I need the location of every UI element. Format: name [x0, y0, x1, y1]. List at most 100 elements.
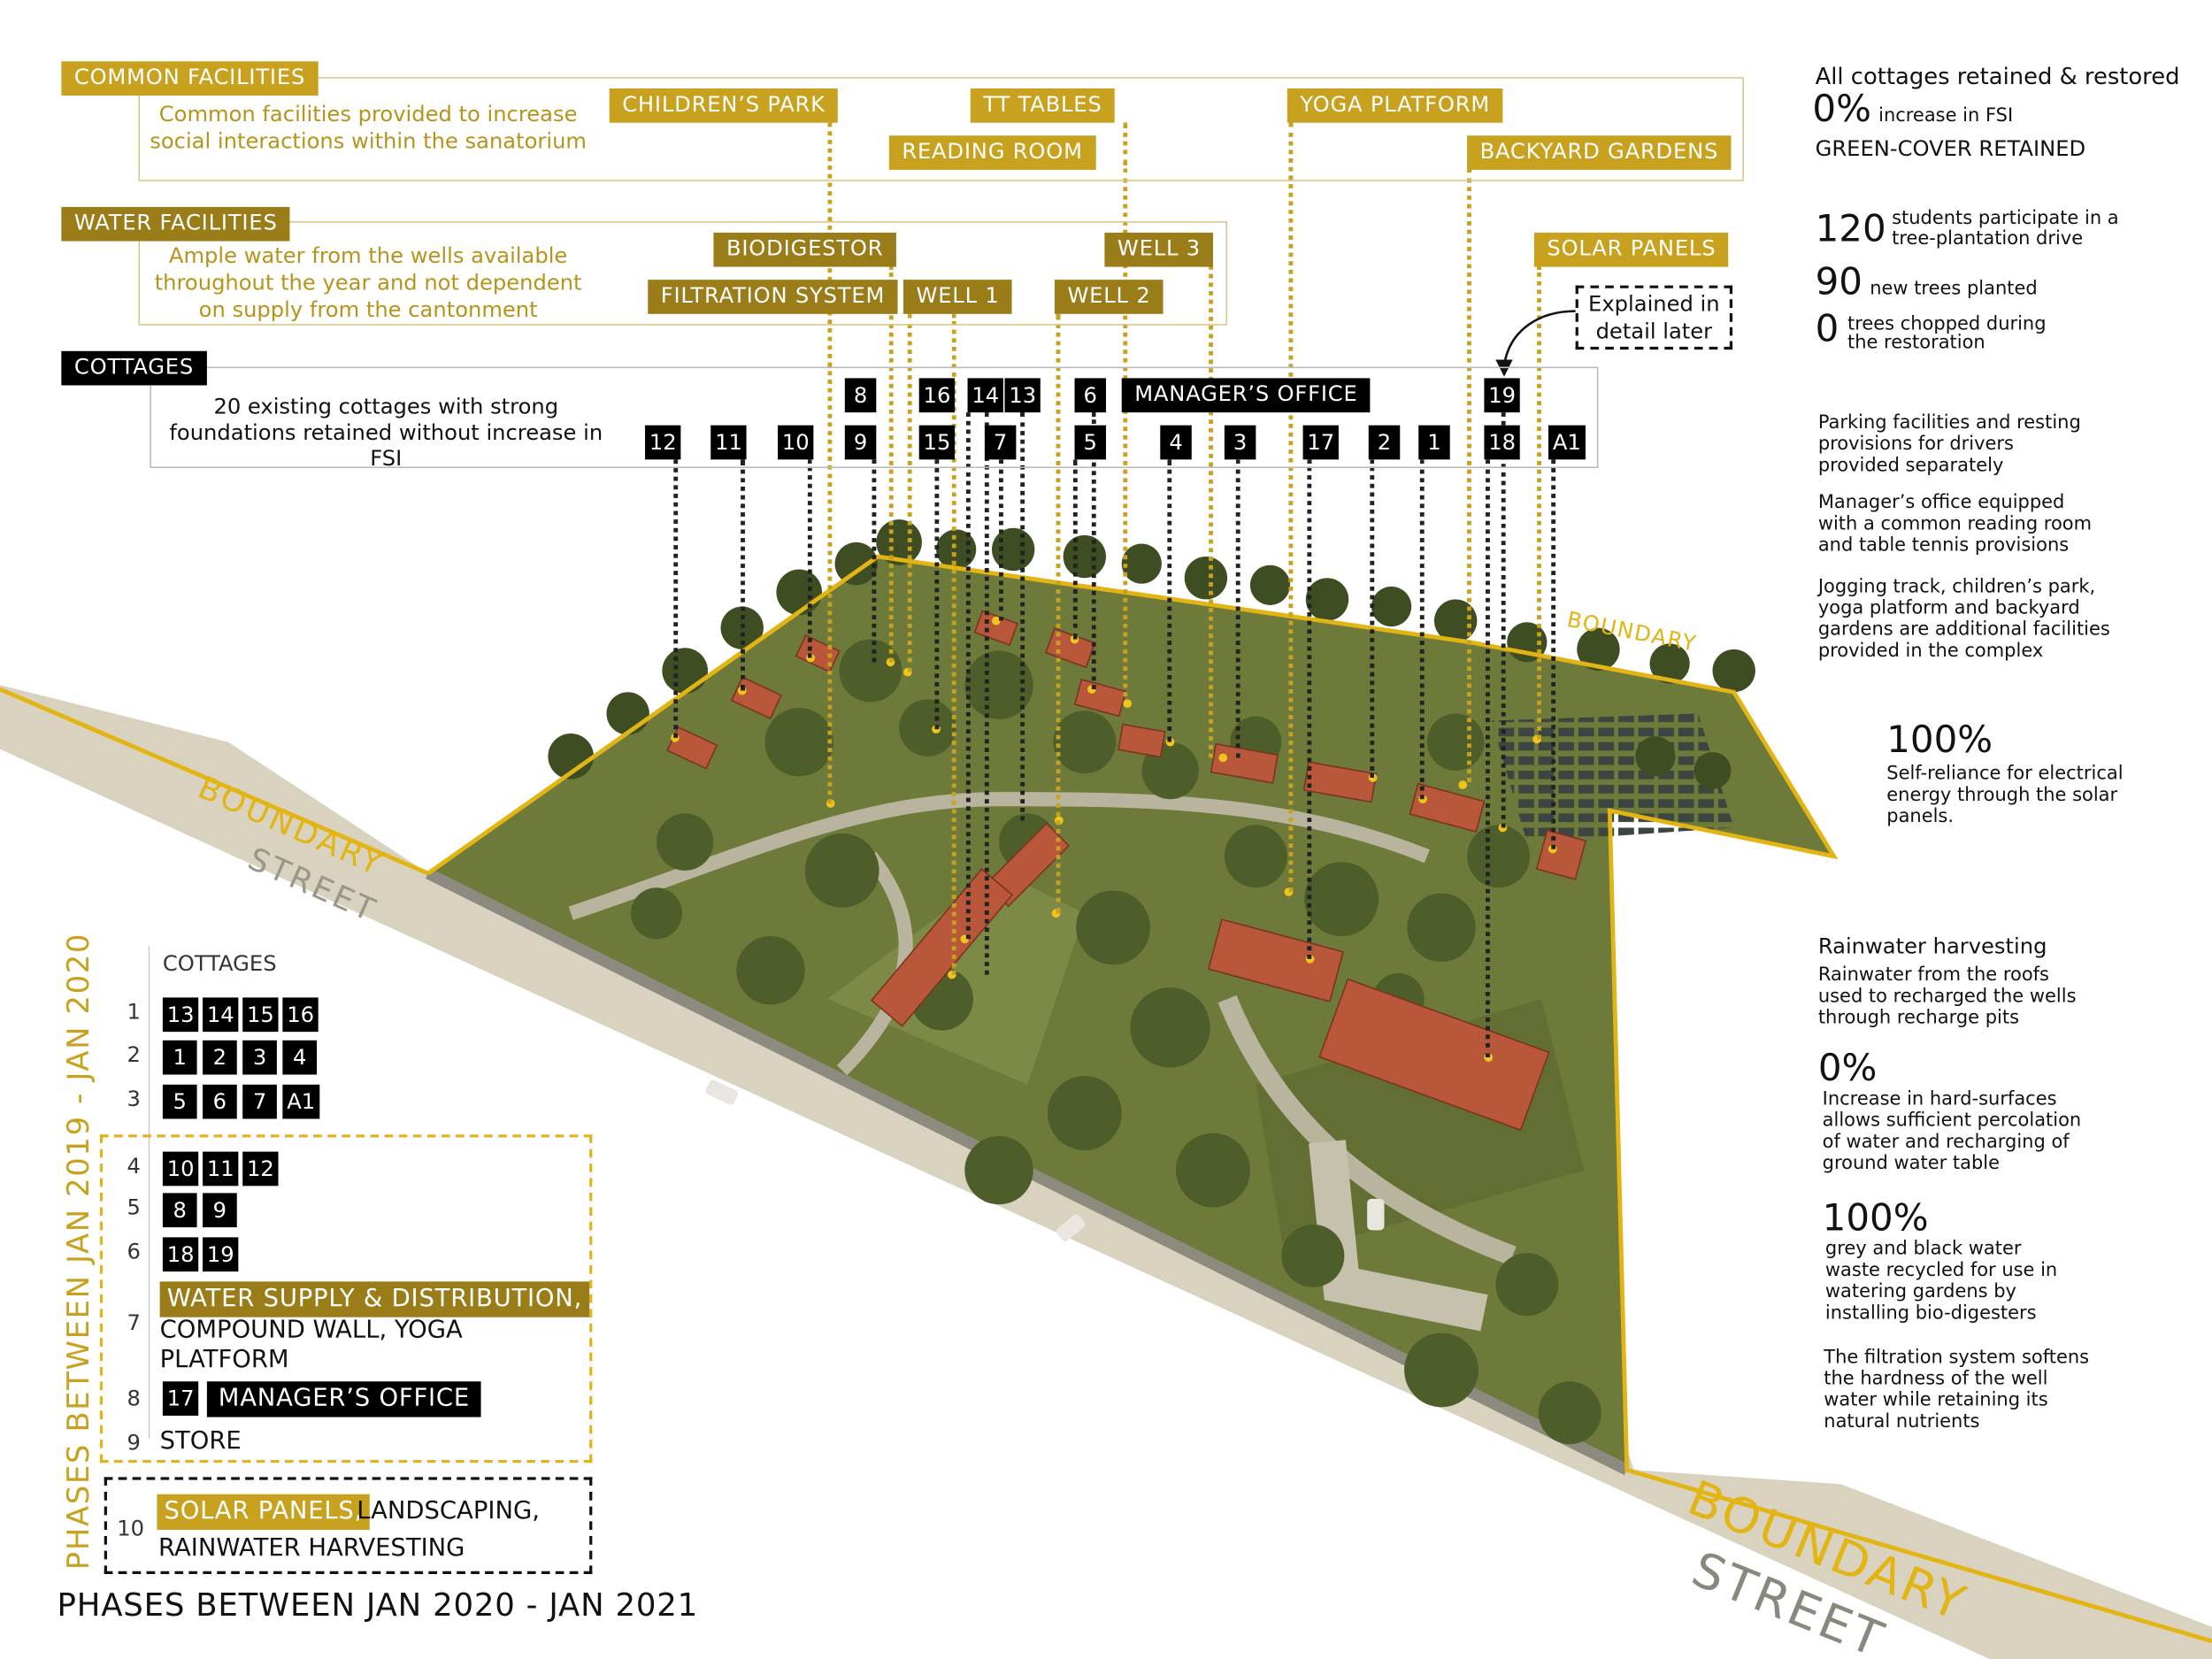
cottage-17: 17: [1302, 425, 1340, 460]
well-3-label: WELL 3: [1104, 232, 1214, 267]
leader-backyard: [1467, 168, 1471, 782]
cottage-2: 2: [1368, 425, 1401, 460]
hard-surface-percent: 0%: [1817, 1047, 1878, 1091]
phase2-cottage: 4: [282, 1040, 318, 1075]
backyard-gardens-label: BACKYARD GARDENS: [1467, 135, 1732, 170]
cottages-frame: [150, 366, 1599, 469]
leader-reading-room: [1123, 168, 1128, 697]
cottage-5: 5: [1074, 425, 1106, 460]
phase5-cottage: 8: [162, 1193, 197, 1228]
cottage-14: 14: [967, 378, 1004, 413]
cottage-1: 1: [1418, 425, 1450, 460]
fsi-stat: 0% increase in FSI: [1812, 88, 2014, 132]
phase10-text-2: RAINWATER HARVESTING: [158, 1533, 465, 1563]
green-cover-retained: GREEN-COVER RETAINED: [1815, 135, 2086, 162]
common-facilities-title: COMMON FACILITIES: [61, 61, 319, 96]
managers-office-label: MANAGER’S OFFICE: [1121, 378, 1371, 413]
leader-yoga: [1288, 122, 1294, 893]
well-1-label: WELL 1: [902, 280, 1013, 314]
phase4-cottage: 10: [162, 1151, 199, 1187]
phase7-text: PLATFORM: [159, 1345, 289, 1375]
phase6-cottage: 19: [203, 1237, 239, 1272]
site-boundary: [426, 554, 2212, 1644]
leader-biodigestor: [888, 265, 894, 663]
cottage-8: 8: [844, 378, 877, 413]
water-facilities-frame: [138, 220, 1228, 326]
phase10-solar-highlight: SOLAR PANELS,: [157, 1494, 371, 1531]
phase1-cottage: 15: [242, 997, 279, 1033]
phase10-text: LANDSCAPING,: [357, 1496, 540, 1526]
leader-well3: [1209, 265, 1213, 758]
phase1-cottage: 14: [203, 997, 239, 1033]
all-cottages-retained: All cottages retained & restored: [1815, 62, 2180, 90]
common-facilities-frame: [138, 77, 1744, 181]
phase2-cottage: 3: [242, 1040, 277, 1075]
phase6-cottage: 18: [162, 1237, 199, 1272]
well-2-label: WELL 2: [1054, 280, 1164, 314]
facilities-note: Jogging track, children’s park,yoga plat…: [1817, 576, 2110, 663]
phase1-cottage: 13: [162, 997, 199, 1033]
cottages-title: COTTAGES: [61, 350, 207, 386]
cottage-9: 9: [844, 425, 877, 460]
phase4-cottage: 11: [203, 1151, 239, 1187]
leader-childrens-park: [827, 122, 833, 804]
phase1-cottage: 16: [282, 997, 319, 1033]
phase2-cottage: 1: [162, 1040, 197, 1075]
phase8-managers-office: MANAGER’S OFFICE: [206, 1381, 481, 1417]
trees-planted-stat: 90 new trees planted: [1815, 261, 2038, 304]
leader-well1: [951, 313, 956, 975]
cottage-13: 13: [1004, 378, 1041, 413]
phase3-cottage: A1: [282, 1084, 319, 1119]
filtration-system-label: FILTRATION SYSTEM: [648, 280, 898, 314]
phases-2019-vertical-label: PHASES BETWEEN JAN 2019 - JAN 2020: [61, 932, 96, 1571]
cottage-15: 15: [918, 425, 956, 460]
phase9-text: STORE: [159, 1426, 242, 1456]
cottage-4: 4: [1160, 425, 1192, 460]
solar-panels-label: SOLAR PANELS: [1533, 232, 1729, 267]
phases-2020-title: PHASES BETWEEN JAN 2020 - JAN 2021: [57, 1588, 699, 1624]
cottage-12: 12: [645, 425, 681, 460]
street-boundary-left: [0, 687, 429, 876]
cottage-6: 6: [1074, 378, 1106, 413]
reading-room-label: READING ROOM: [888, 135, 1096, 170]
cottage-16: 16: [918, 378, 956, 413]
phases-2019-box: [99, 1134, 593, 1463]
phase3-cottage: 5: [162, 1084, 197, 1119]
water-facilities-title: WATER FACILITIES: [61, 206, 291, 242]
phases-2020-box: [104, 1477, 593, 1575]
phase7-highlight: WATER SUPPLY & DISTRIBUTION,: [159, 1281, 590, 1317]
cottage-7: 7: [984, 425, 1017, 460]
yoga-platform-label: YOGA PLATFORM: [1286, 88, 1503, 123]
solar-percent: 100%: [1886, 718, 1993, 763]
waste-recycled-percent: 100%: [1822, 1197, 1929, 1240]
phase8-cottage: 17: [162, 1381, 199, 1416]
cottage-18: 18: [1484, 425, 1520, 460]
cottage-11: 11: [710, 425, 747, 460]
phase5-cottage: 9: [203, 1193, 237, 1228]
leader-solar: [1537, 265, 1541, 740]
phase7-text: COMPOUND WALL, YOGA: [159, 1316, 463, 1345]
tt-tables-label: TT TABLES: [970, 88, 1116, 123]
cottage-a1: A1: [1548, 425, 1586, 460]
phase2-cottage: 2: [203, 1040, 237, 1075]
leader-well2: [1056, 313, 1061, 914]
phase3-cottage: 6: [203, 1084, 237, 1119]
biodigestor-label: BIODIGESTOR: [713, 232, 896, 267]
rainwater-title: Rainwater harvesting: [1817, 933, 2047, 959]
phase3-cottage: 7: [242, 1084, 277, 1119]
leader-filtration: [907, 313, 912, 672]
